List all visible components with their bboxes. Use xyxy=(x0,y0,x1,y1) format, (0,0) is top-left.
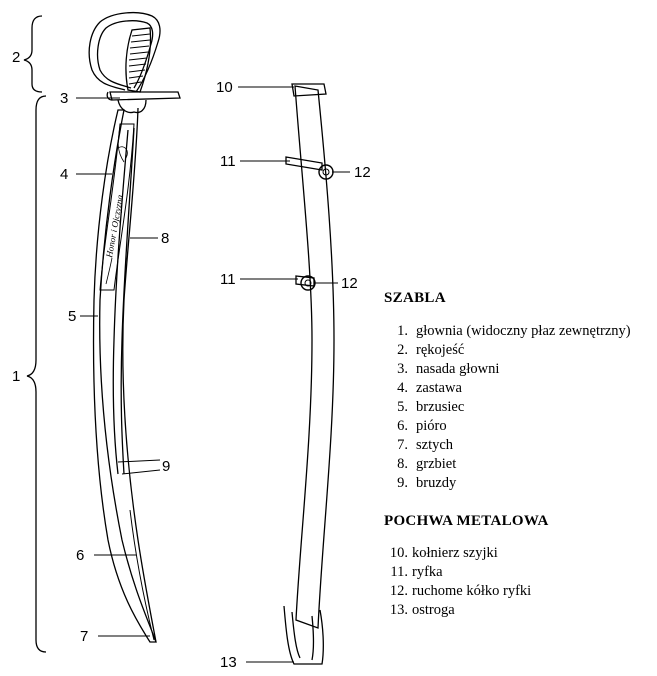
brace-blade xyxy=(26,95,47,653)
sabre-crossguard xyxy=(109,91,181,101)
legend-title-scabbard: POCHWA METALOWA xyxy=(384,513,549,529)
scabbard-band-upper xyxy=(285,156,323,171)
legend-title-sabre: SZABLA xyxy=(384,290,446,306)
legend-item: 5.brzusiec xyxy=(397,399,465,415)
sabre-grip xyxy=(125,27,152,93)
legend-item: 7.sztych xyxy=(397,437,454,453)
label-2: 2 xyxy=(12,49,20,66)
label-7: 7 xyxy=(80,628,88,645)
grip-wrap xyxy=(128,33,151,85)
legend-item: 9.bruzdy xyxy=(397,475,457,491)
label-9: 9 xyxy=(162,458,170,475)
legend: SZABLA 1.głownia (widoczny płaz zewnętrz… xyxy=(384,290,654,620)
sabre-hilt xyxy=(88,11,161,93)
label-12-lower: 12 xyxy=(341,275,358,292)
legend-list-scabbard: 10.kołnierz szyjki 11.ryfka 12.ruchome k… xyxy=(384,544,654,620)
label-12-upper: 12 xyxy=(354,164,371,181)
legend-list-sabre: 1.głownia (widoczny płaz zewnętrzny) 2.r… xyxy=(384,322,654,493)
label-5: 5 xyxy=(68,308,76,325)
legend-item: 6.pióro xyxy=(397,418,447,434)
label-11-upper: 11 xyxy=(220,153,236,170)
label-3: 3 xyxy=(60,90,68,107)
scabbard-body xyxy=(294,85,335,629)
leader-9b xyxy=(121,469,161,475)
label-6: 6 xyxy=(76,547,84,564)
legend-item: 12.ruchome kółko ryfki xyxy=(389,583,532,599)
brace-hilt xyxy=(23,15,43,93)
scabbard-throat xyxy=(291,83,327,97)
leader-9a xyxy=(117,459,161,463)
label-11-lower: 11 xyxy=(220,271,236,288)
legend-item: 3.nasada głowni xyxy=(397,361,500,377)
sabre-blade xyxy=(92,109,157,643)
legend-item: 4.zastawa xyxy=(397,380,462,396)
label-4: 4 xyxy=(60,166,68,183)
legend-item: 2.rękojeść xyxy=(397,342,465,358)
legend-item: 11.ryfka xyxy=(390,564,443,580)
scabbard-ring-lower xyxy=(300,275,316,291)
sabre-fuller xyxy=(112,129,129,475)
scabbard-chape xyxy=(283,605,324,665)
legend-item: 1.głownia (widoczny płaz zewnętrzny) xyxy=(397,323,631,339)
legend-item: 8.grzbiet xyxy=(397,456,457,472)
label-10: 10 xyxy=(216,79,233,96)
label-13: 13 xyxy=(220,654,237,671)
label-1: 1 xyxy=(12,368,20,385)
label-8: 8 xyxy=(161,230,169,247)
legend-item: 10.kołnierz szyjki xyxy=(389,545,498,561)
legend-item: 13.ostroga xyxy=(389,602,455,618)
